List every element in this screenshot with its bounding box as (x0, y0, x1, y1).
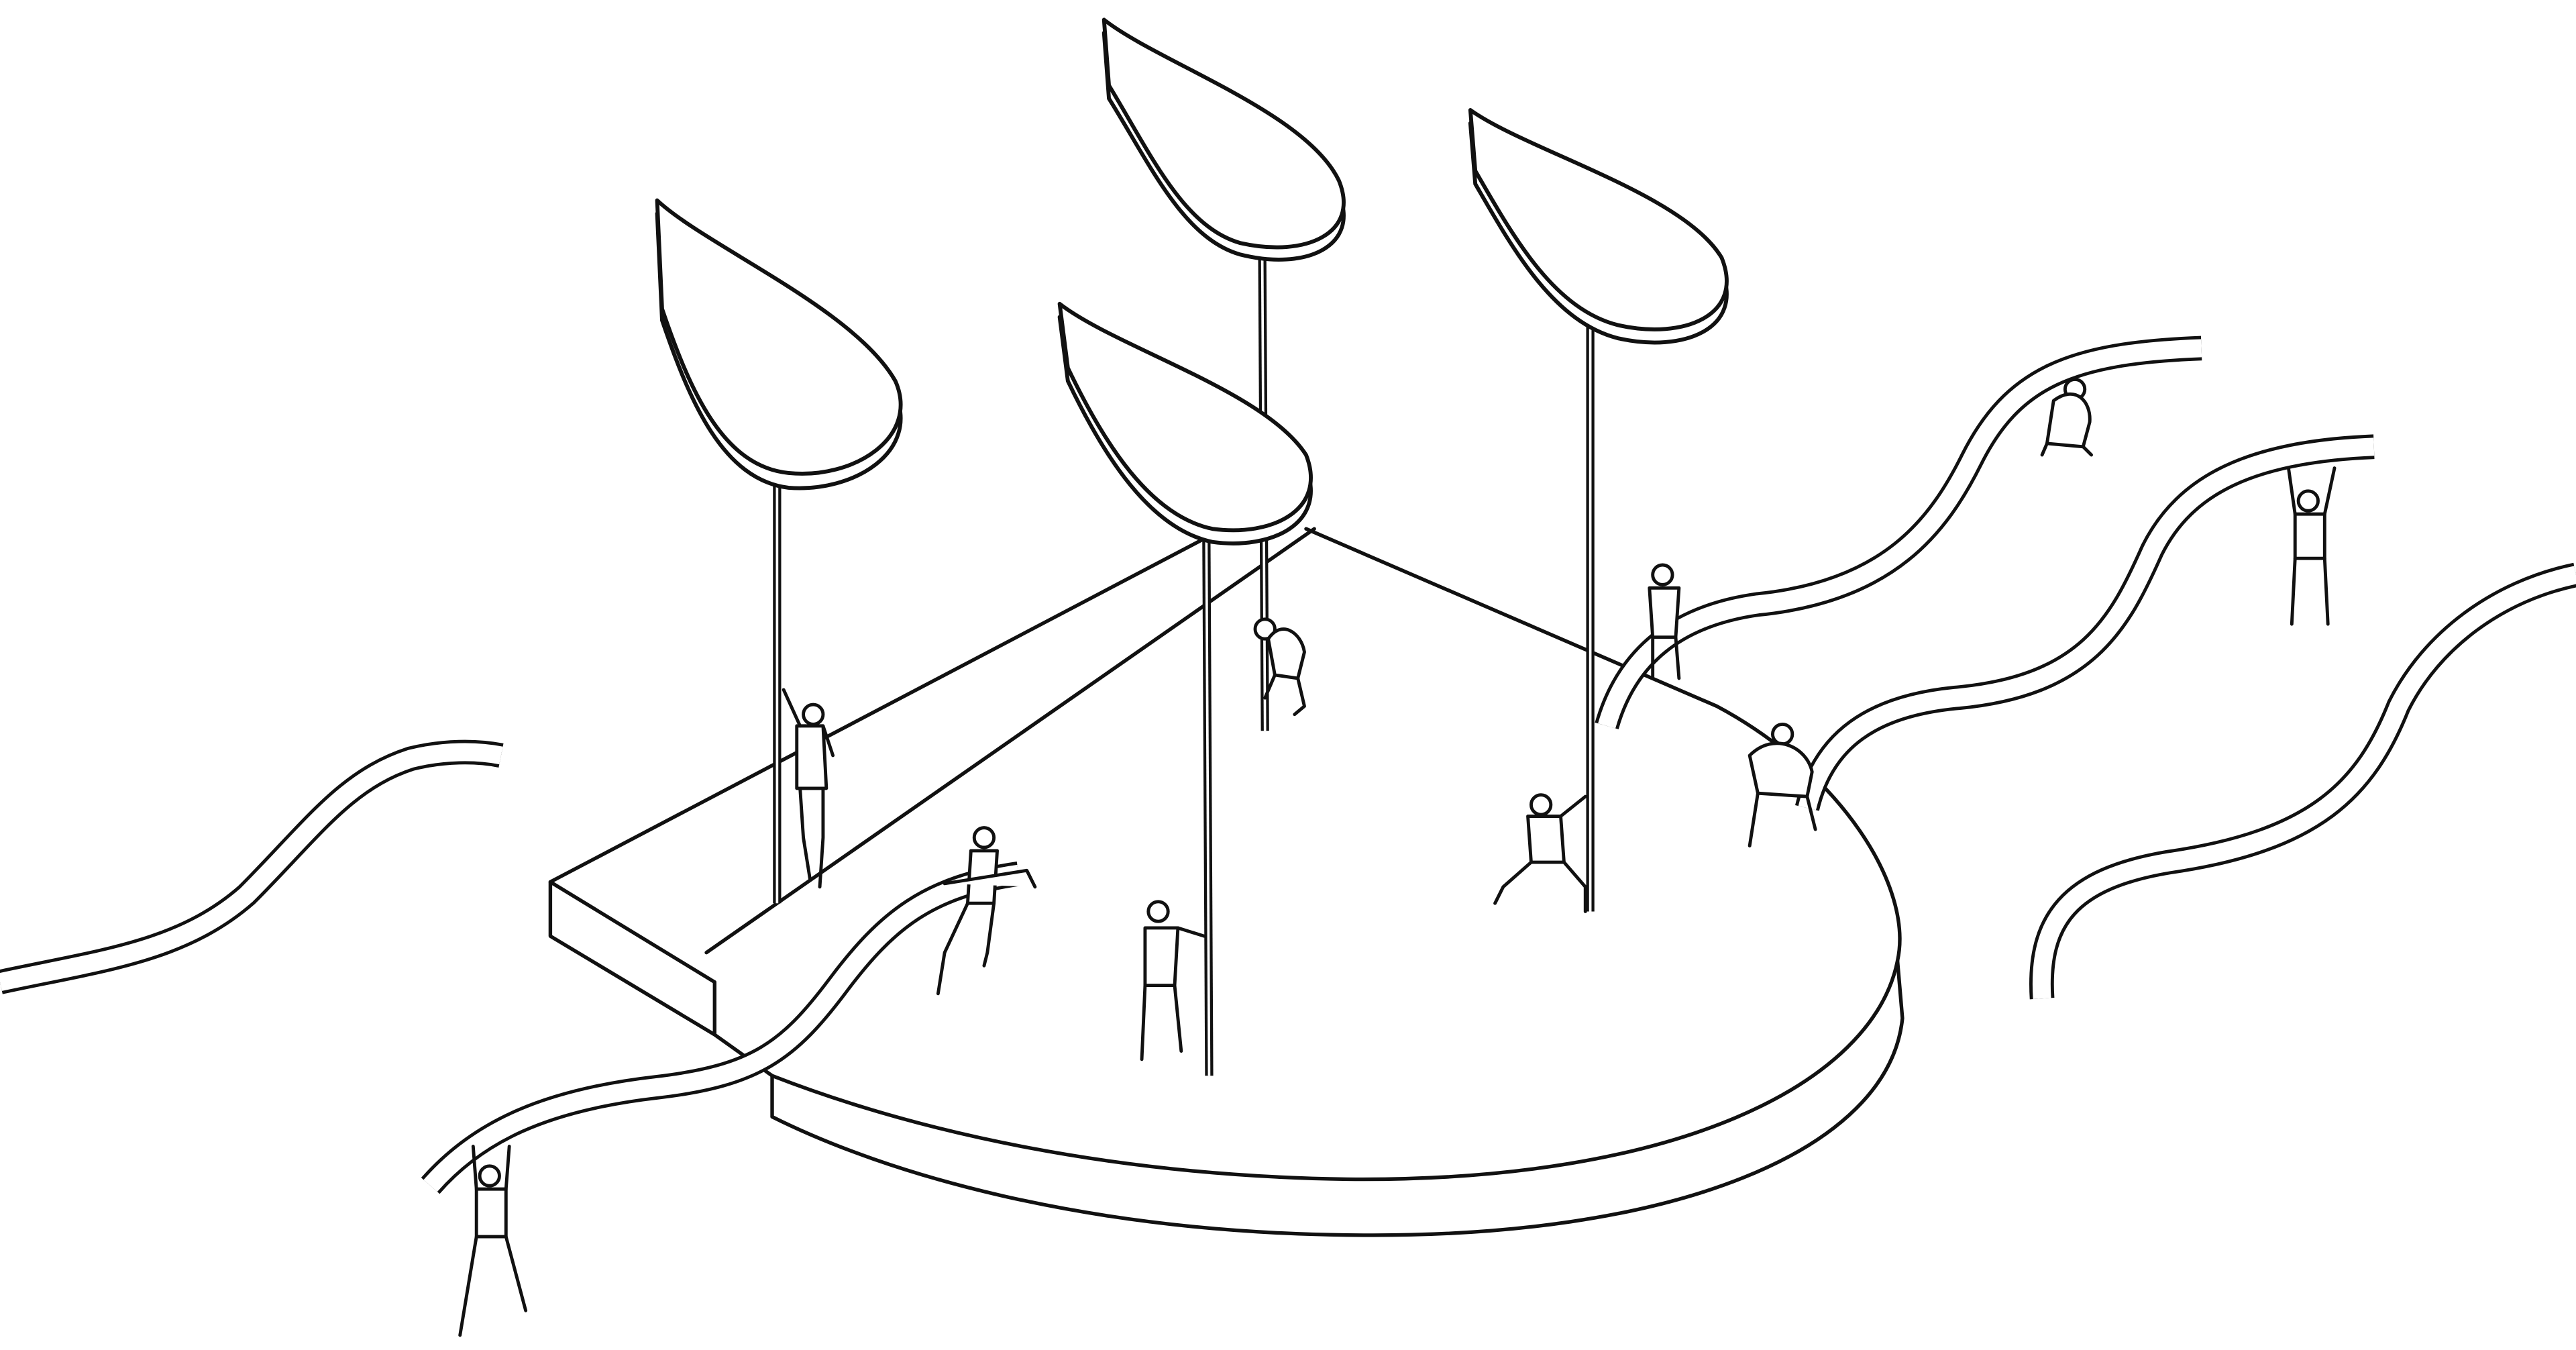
ribbon-left (0, 739, 504, 994)
platform-round-side (770, 959, 1904, 1237)
figure-kneeling (1493, 793, 1587, 913)
figure-lifting-ribbon (1648, 563, 1681, 680)
figure-climbing (782, 688, 835, 889)
sail (1102, 17, 1346, 262)
figure-carrying-ribbon (936, 826, 1037, 996)
ribbons (0, 335, 2576, 1194)
sails (655, 17, 1729, 546)
figure-crouching (1748, 722, 1817, 848)
sail (1057, 301, 1313, 546)
sail (655, 198, 903, 490)
figure-holding-ribbon-overhead (458, 1145, 528, 1337)
platform-round-top (770, 527, 1902, 1182)
figure-holding-ribbon-overhead (2286, 466, 2337, 626)
platform-slab-front (548, 880, 774, 1078)
ribbon-far-right (2029, 562, 2576, 1000)
ribbon-front (421, 862, 1021, 1194)
figure-climbing (1253, 617, 1306, 717)
ribbon-right-1 (1595, 335, 2202, 730)
figure-squatting (2040, 377, 2093, 457)
platform-slab-top (548, 527, 1316, 984)
figure-holding-pole (1140, 900, 1206, 1061)
figures (458, 377, 2337, 1337)
platform (548, 527, 1904, 1237)
ribbon-right-2 (1795, 434, 2375, 811)
sail (1468, 108, 1729, 345)
